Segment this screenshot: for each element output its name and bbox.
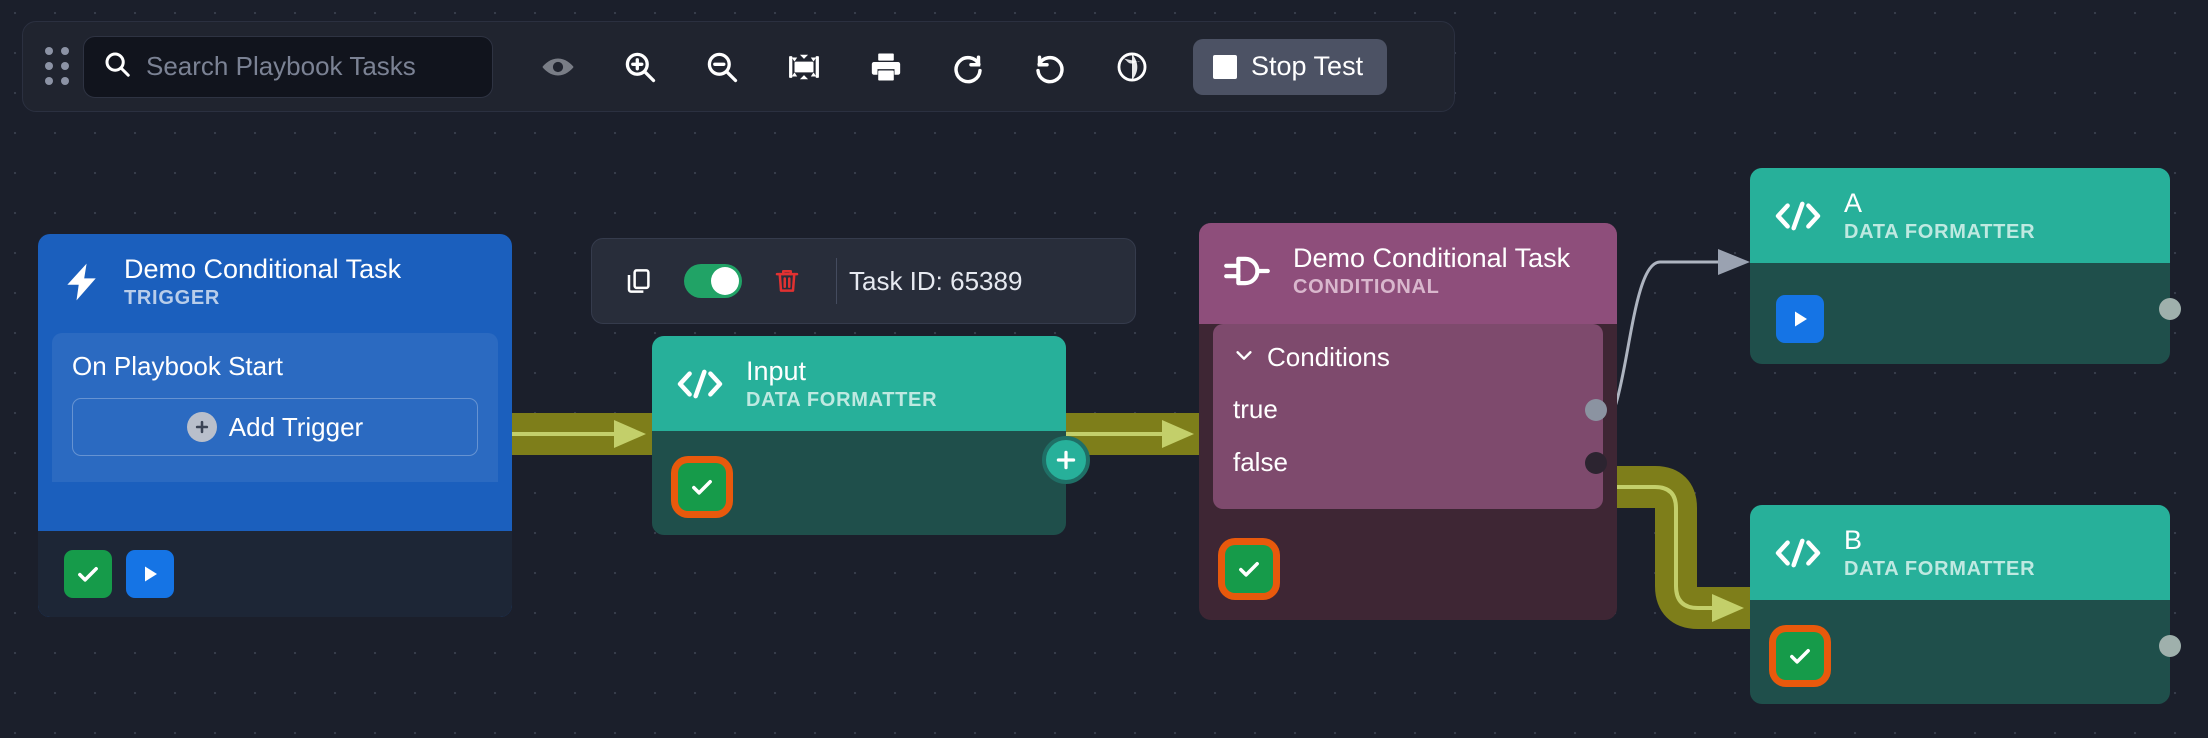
conditions-label: Conditions	[1267, 342, 1390, 373]
node-a-title: A	[1844, 188, 1863, 218]
zoom-out-icon[interactable]	[681, 36, 763, 98]
fit-to-screen-icon[interactable]	[763, 36, 845, 98]
node-b[interactable]: B DATA FORMATTER	[1750, 505, 2181, 704]
trigger-status-bar	[38, 531, 512, 617]
input-title: Input	[746, 356, 807, 386]
input-subtitle: DATA FORMATTER	[746, 389, 938, 412]
logic-gate-icon	[1221, 249, 1273, 293]
edge-true-to-node-a	[1599, 249, 1750, 429]
stop-square-icon	[1213, 54, 1237, 79]
trash-icon[interactable]	[750, 251, 824, 311]
node-a-status-bar	[1750, 263, 2170, 364]
conditional-subtitle: CONDITIONAL	[1293, 276, 1440, 299]
trigger-event-label: On Playbook Start	[72, 351, 283, 382]
print-icon[interactable]	[845, 36, 927, 98]
run-task-button[interactable]	[126, 550, 174, 598]
node-b-header: B DATA FORMATTER	[1750, 505, 2170, 601]
toolbar-divider	[836, 258, 837, 304]
conditions-panel: Conditions true false	[1213, 324, 1607, 510]
code-brackets-icon	[1772, 196, 1824, 236]
trigger-body: On Playbook Start Add Trigger	[52, 333, 498, 483]
node-a-subtitle: DATA FORMATTER	[1844, 221, 2036, 244]
trigger-subtitle: TRIGGER	[124, 287, 221, 310]
condition-label: true	[1233, 394, 1278, 425]
search-icon	[102, 49, 132, 84]
status-check-badge[interactable]	[64, 550, 112, 598]
copy-icon[interactable]	[602, 251, 676, 311]
edge-false-to-node-b	[1583, 466, 1750, 629]
input-status-bar	[652, 431, 1066, 535]
undo-icon[interactable]	[1009, 36, 1091, 98]
node-input[interactable]: Input DATA FORMATTER	[652, 336, 1090, 535]
status-check-badge[interactable]	[678, 463, 726, 512]
toggle-knob	[711, 267, 739, 295]
node-a-header: A DATA FORMATTER	[1750, 168, 2170, 264]
node-a[interactable]: A DATA FORMATTER	[1750, 168, 2181, 364]
chevron-down-icon	[1233, 344, 1255, 371]
node-trigger[interactable]: Demo Conditional Task TRIGGER On Playboo…	[38, 234, 512, 617]
output-port-true[interactable]	[1585, 398, 1607, 421]
conditions-toggle[interactable]: Conditions	[1213, 338, 1603, 383]
status-check-badge[interactable]	[1776, 632, 1824, 681]
playbook-toolbar[interactable]: Stop Test	[22, 21, 1455, 112]
status-check-badge[interactable]	[1225, 545, 1273, 593]
task-id-label: Task ID: 65389	[849, 265, 1023, 296]
node-b-status-bar	[1750, 600, 2170, 704]
condition-label: false	[1233, 447, 1288, 478]
plus-icon	[186, 412, 217, 443]
node-b-title: B	[1844, 525, 1863, 555]
run-task-button[interactable]	[1776, 295, 1824, 344]
output-port[interactable]	[2159, 298, 2181, 320]
trigger-title: Demo Conditional Task	[124, 254, 402, 284]
stop-test-label: Stop Test	[1251, 51, 1364, 81]
globe-icon[interactable]	[1091, 36, 1173, 98]
conditional-status-bar	[1199, 518, 1617, 620]
toolbar-actions	[517, 36, 1173, 98]
redo-icon[interactable]	[927, 36, 1009, 98]
edge-input-to-conditional	[1066, 413, 1199, 455]
visibility-icon[interactable]	[517, 36, 599, 98]
conditional-title: Demo Conditional Task	[1293, 243, 1571, 273]
output-port[interactable]	[2159, 635, 2181, 657]
search-input[interactable]	[146, 51, 481, 82]
node-b-subtitle: DATA FORMATTER	[1844, 558, 2036, 581]
code-brackets-icon	[674, 364, 726, 404]
input-header: Input DATA FORMATTER	[652, 336, 1066, 432]
lightning-bolt-icon	[60, 258, 104, 306]
condition-row-false[interactable]: false	[1213, 436, 1607, 489]
add-trigger-label: Add Trigger	[228, 411, 364, 442]
drag-handle-icon[interactable]	[43, 46, 73, 85]
conditional-header: Demo Conditional Task CONDITIONAL	[1199, 223, 1617, 325]
add-node-handle[interactable]	[1042, 436, 1090, 484]
stop-test-button[interactable]: Stop Test	[1193, 38, 1388, 95]
condition-row-true[interactable]: true	[1213, 383, 1607, 436]
trigger-header: Demo Conditional Task TRIGGER	[38, 234, 512, 329]
search-field[interactable]	[83, 35, 493, 98]
output-port-false[interactable]	[1585, 451, 1607, 474]
task-action-toolbar[interactable]: Task ID: 65389	[591, 238, 1136, 324]
code-brackets-icon	[1772, 533, 1824, 573]
zoom-in-icon[interactable]	[599, 36, 681, 98]
task-enabled-toggle[interactable]	[684, 264, 742, 298]
add-trigger-button[interactable]: Add Trigger	[72, 398, 478, 457]
node-conditional[interactable]: Demo Conditional Task CONDITIONAL Condit…	[1199, 223, 1617, 620]
